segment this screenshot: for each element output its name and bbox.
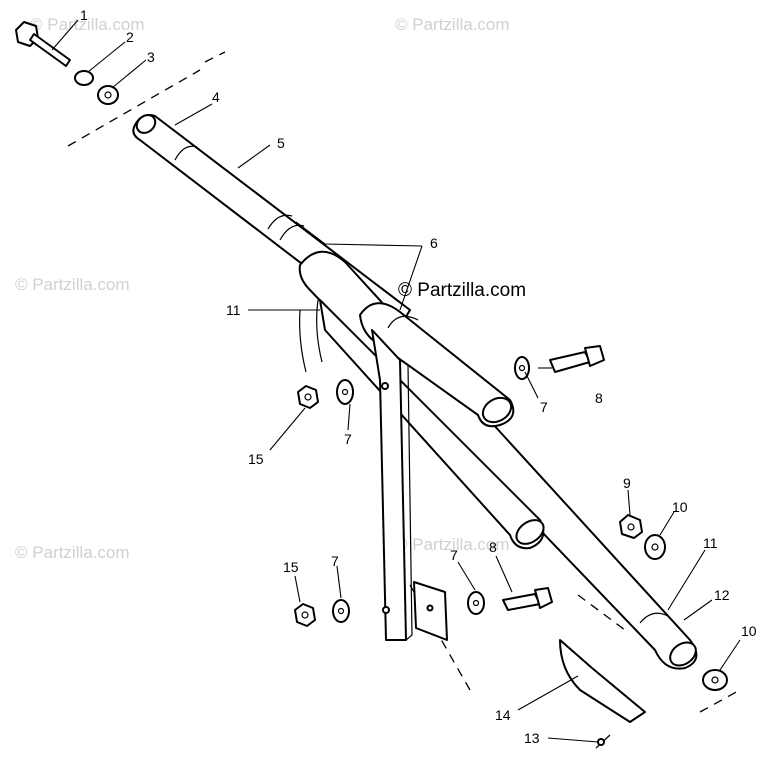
callout-7-lower-left: 7	[331, 553, 339, 569]
callout-10-upper: 10	[672, 499, 688, 515]
partzilla-logo-text: © Partzilla.com	[398, 280, 526, 301]
callout-1: 1	[80, 7, 88, 23]
watermarks: © Partzilla.com © Partzilla.com © Partzi…	[15, 15, 510, 562]
bracket-hole	[426, 604, 434, 612]
callout-numbers: 1 2 3 4 5 6 11 7 8 7 15 9 10 11 12 10 15…	[80, 7, 757, 746]
washer-3	[97, 85, 119, 105]
washer-10-lower	[702, 669, 728, 691]
callout-15-lower: 15	[283, 559, 299, 575]
bolt-8-right	[549, 345, 605, 373]
callout-11-lower: 11	[703, 535, 718, 551]
vertical-plate	[371, 329, 413, 641]
bolt-1	[15, 21, 71, 67]
left-rail-curve	[299, 309, 307, 373]
callout-7-right: 7	[540, 399, 548, 415]
washer-7-lower-left	[332, 599, 350, 623]
watermark-mid-left: © Partzilla.com	[15, 275, 130, 294]
watermark-top-left: © Partzilla.com	[30, 15, 145, 34]
watermark-top-right: © Partzilla.com	[395, 15, 510, 34]
callout-8-lower: 8	[489, 539, 497, 555]
nut-15-lower	[294, 603, 316, 627]
callout-2: 2	[126, 29, 134, 45]
callout-12: 12	[714, 587, 730, 603]
lock-washer-2	[74, 70, 94, 86]
left-rail-curve-2	[316, 299, 323, 363]
callout-3: 3	[147, 49, 155, 65]
bolt-8-lower	[502, 587, 553, 611]
watermark-lower-mid: © Partzilla.com	[395, 535, 510, 554]
rivet-13	[595, 734, 611, 749]
skid-plate-14	[559, 639, 646, 723]
nut-9	[619, 514, 643, 539]
nut-15-upper	[297, 385, 319, 409]
callout-5: 5	[277, 135, 285, 151]
washer-10-upper	[644, 534, 666, 560]
callout-14: 14	[495, 707, 511, 723]
cross-tube	[359, 302, 515, 428]
centerline-washer-10	[699, 689, 741, 713]
callout-15-upper: 15	[248, 451, 264, 467]
centerline-upper-left-2	[204, 51, 226, 63]
callout-13: 13	[524, 730, 540, 746]
watermark-lower-left: © Partzilla.com	[15, 543, 130, 562]
callout-9: 9	[623, 475, 631, 491]
callout-11-upper: 11	[226, 302, 241, 318]
plate-hole-upper	[381, 382, 389, 390]
plate-hole-lower	[382, 606, 390, 614]
washer-7-upper	[336, 379, 354, 405]
callout-4: 4	[212, 89, 220, 105]
centerline-lower-right	[577, 594, 626, 631]
callout-8-right: 8	[595, 390, 603, 406]
callout-7-upper-left: 7	[344, 431, 352, 447]
diagonal-brace	[319, 299, 545, 550]
callout-6: 6	[430, 235, 438, 251]
callout-10-lower: 10	[741, 623, 757, 639]
leader-lines	[51, 19, 741, 743]
washer-7-lower-mid	[467, 591, 485, 615]
callout-7-lower-mid: 7	[450, 547, 458, 563]
